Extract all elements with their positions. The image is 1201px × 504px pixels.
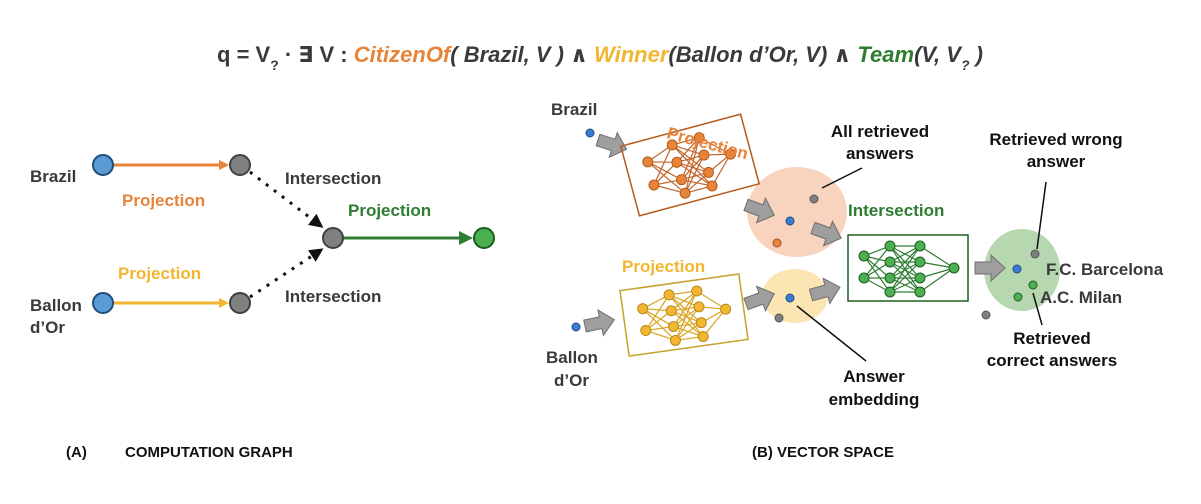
label-correct-answers-line1: Retrieved — [1013, 329, 1090, 348]
arrow-intersection-to-result — [974, 253, 1006, 283]
intermediate-node-top — [229, 154, 251, 176]
answer-embedding-point — [785, 293, 795, 303]
label-ballon-b-line1: Ballon — [546, 348, 598, 367]
label-intersection-bottom: Intersection — [285, 287, 381, 306]
label-correct-answers-line2: correct answers — [987, 351, 1117, 370]
intersection-node — [322, 227, 344, 249]
yellow-region-gray-point — [774, 313, 784, 323]
intersection-network — [847, 234, 969, 302]
wrong-answer-point — [1030, 249, 1040, 259]
label-brazil-b: Brazil — [551, 100, 597, 119]
anchor-node-ballon — [92, 292, 114, 314]
result-blue-point — [1012, 264, 1022, 274]
label-ac-milan: A.C. Milan — [1040, 288, 1122, 307]
label-projection-yellow-a: Projection — [118, 264, 201, 283]
label-projection-orange-a: Projection — [122, 191, 205, 210]
label-brazil-a: Brazil — [30, 167, 76, 186]
pointer-all-retrieved — [821, 167, 863, 189]
label-ballon-a-line2: d’Or — [30, 318, 65, 337]
arrow-brazil-into-projection — [595, 131, 628, 159]
ballon-embedding-point — [571, 322, 581, 332]
orange-region-orange-point — [772, 238, 782, 248]
label-projection-yellow-b: Projection — [622, 257, 705, 276]
brazil-embedding-point — [585, 128, 595, 138]
computation-graph: Brazil Ballon d’Or Projection Projection… — [30, 154, 495, 337]
label-ballon-a-line1: Ballon — [30, 296, 82, 315]
label-intersection-top: Intersection — [285, 169, 381, 188]
label-projection-green-a: Projection — [348, 201, 431, 220]
correct-answer-point-2 — [1013, 292, 1023, 302]
label-answer-embedding-line2: embedding — [829, 390, 920, 409]
vector-space: Brazil Ballon d’Or — [546, 100, 1164, 409]
arrow-ballon-into-projection — [583, 308, 616, 337]
orange-region-blue-point — [785, 216, 795, 226]
label-intersection-b: Intersection — [848, 201, 944, 220]
intersection-edge-bottom — [249, 248, 324, 299]
label-all-retrieved-line2: answers — [846, 144, 914, 163]
caption-b: (B) VECTOR SPACE — [752, 444, 894, 461]
label-all-retrieved-line1: All retrieved — [831, 122, 929, 141]
arrow-projection-to-orange-region — [743, 197, 775, 224]
label-wrong-answer-line2: answer — [1027, 152, 1086, 171]
query-formula: q = V? · ∃ V : CitizenOf( Brazil, V ) ∧ … — [217, 42, 983, 73]
caption-a-text: COMPUTATION GRAPH — [125, 444, 293, 461]
pointer-answer-embedding — [796, 305, 867, 362]
label-wrong-answer-line1: Retrieved wrong — [989, 130, 1122, 149]
pointer-wrong-answer — [1036, 181, 1047, 250]
target-node — [473, 227, 495, 249]
caption-a-letter: (A) — [66, 444, 87, 461]
anchor-node-brazil — [92, 154, 114, 176]
label-ballon-b-line2: d’Or — [554, 371, 589, 390]
orange-region-gray-point — [809, 194, 819, 204]
green-answer-region — [984, 229, 1060, 311]
label-answer-embedding-line1: Answer — [843, 367, 905, 386]
projection-network-orange — [619, 113, 761, 217]
arrow-yellow-to-intersection — [808, 277, 841, 305]
correct-answer-point-1 — [1028, 280, 1038, 290]
intermediate-node-bottom — [229, 292, 251, 314]
outside-gray-point — [981, 310, 991, 320]
yellow-answer-region — [762, 269, 828, 323]
pointer-correct-answers — [1032, 292, 1043, 326]
label-fc-barcelona: F.C. Barcelona — [1046, 260, 1164, 279]
projection-network-yellow — [619, 273, 749, 357]
arrow-orange-to-intersection — [810, 220, 842, 247]
arrow-projection-to-yellow-region — [743, 285, 775, 312]
